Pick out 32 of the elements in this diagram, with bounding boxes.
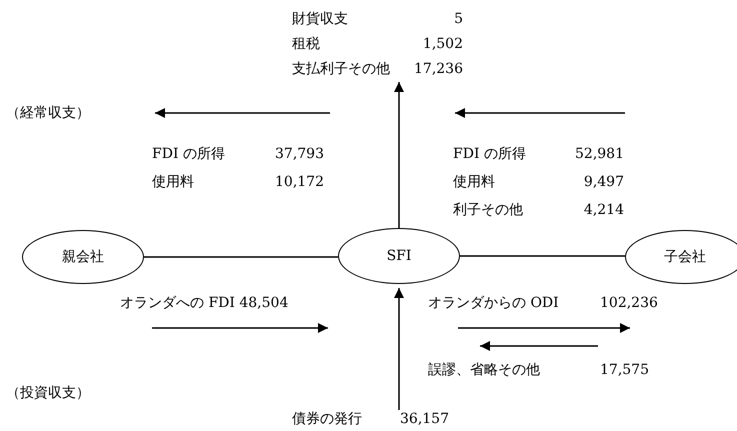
section-label: （投資収支） [6,384,90,402]
ellipse-node: 子会社 [625,230,737,284]
item-text: オランダからの ODI [428,294,559,312]
connector-line [144,256,338,258]
item-text: 利子その他 [453,201,523,219]
connector-line [460,255,625,257]
amount-text: 102,236 [600,294,658,312]
amount-text: 36,157 [399,410,449,428]
amount-text: 9,497 [582,173,624,191]
item-text: FDI の所得 [453,145,526,163]
amount-text: 5 [453,10,463,28]
section-label: （経常収支） [6,104,90,122]
amount-text: 4,214 [582,201,624,219]
item-text: 租税 [292,35,321,53]
amount-text: 1,502 [422,35,463,53]
item-text: 財貨収支 [292,10,349,28]
amount-text: 37,793 [274,145,324,163]
amount-text: 52,981 [574,145,624,163]
item-text: 債券の発行 [292,410,362,428]
item-text: 誤謬、省略その他 [428,361,540,379]
flow-label: オランダへの FDI 48,504 [120,294,288,312]
item-text: 使用料 [152,173,194,191]
arrow [394,82,404,228]
amount-text: 17,236 [414,60,463,78]
amount-text: 17,575 [600,361,649,379]
item-text: 支払利子その他 [292,60,390,78]
amount-text: 10,172 [274,173,324,191]
ellipse-node: SFI [338,228,460,284]
item-text: 使用料 [453,173,495,191]
arrow [394,288,404,410]
ellipse-node: 親会社 [22,230,144,284]
item-text: FDI の所得 [152,145,225,163]
